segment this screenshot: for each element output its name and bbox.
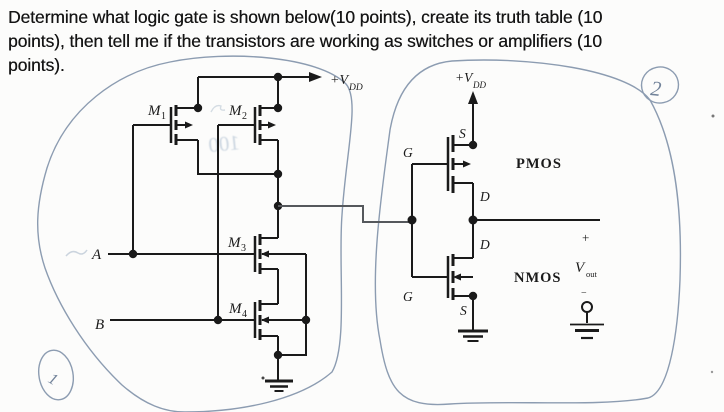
question-line-3: points). (8, 55, 65, 75)
hand-drawn-annotations: 2 1 (36, 55, 715, 412)
circled-number-left (38, 349, 74, 401)
ground-symbol-nmos (458, 329, 488, 342)
m3-subscript: 3 (241, 243, 246, 254)
output-link-wire (278, 205, 412, 223)
m4-label: M (228, 301, 243, 317)
circuit-labels: M 1 M 2 M 3 M 4 A B +V DD +V DD S G D D … (91, 70, 598, 333)
nmos-device-label: NMOS (514, 270, 562, 286)
vdd-arrow-right (468, 91, 478, 145)
pmos-device-label: PMOS (516, 156, 562, 172)
stray-speck-top-right (711, 114, 715, 118)
transistor-m3 (253, 234, 306, 274)
m1-drain-link (197, 140, 278, 175)
input-b-wire (110, 125, 255, 321)
m3-label: M (227, 235, 242, 251)
stray-speck-ground (261, 376, 265, 380)
vout-terminal (570, 301, 604, 340)
vdd-rail (197, 72, 322, 108)
nmos-source-label: S (460, 303, 467, 318)
vout-label: V (575, 260, 586, 276)
vout-subscript: out (586, 269, 598, 279)
transistor-m4 (253, 300, 306, 340)
question-text: Determine what logic gate is shown below… (8, 5, 722, 77)
pmos-device (412, 135, 473, 193)
junction-dots-right (407, 140, 478, 301)
vdd-label-left: +V (330, 73, 349, 88)
question-line-2: points), then tell me if the transistors… (8, 31, 602, 51)
vout-plus-sign: + (582, 230, 589, 245)
circled-number-right (640, 66, 680, 104)
vout-minus-sign: − (581, 288, 587, 299)
nmos-device (446, 254, 473, 300)
inverter-input-riser (411, 164, 448, 278)
m1-label: M (147, 103, 162, 119)
pmos-gate-label: G (403, 145, 413, 160)
problem-number-2: 2 (649, 76, 662, 101)
transistor-m2 (218, 105, 278, 145)
input-a-label: A (91, 247, 102, 263)
pmos-source-label: S (459, 126, 466, 141)
pencil-squiggle-near-m2 (210, 104, 226, 113)
pencil-squiggle-near-a (65, 249, 88, 257)
nand-gate-circuit (108, 72, 322, 392)
m2-label: M (228, 103, 243, 119)
nmos-drain-label: D (479, 237, 490, 252)
bulk-rail (278, 254, 307, 356)
transistor-m1 (133, 105, 198, 145)
question-line-1: Determine what logic gate is shown below… (8, 7, 603, 27)
vdd-right-subscript: DD (472, 80, 486, 90)
vdd-left-subscript: DD (348, 83, 363, 93)
cmos-inverter-circuit (407, 91, 604, 342)
left-pencil-loop (36, 55, 353, 412)
right-pencil-loop (374, 59, 682, 406)
nmos-gate-label: G (403, 289, 413, 304)
vdd-label-right: +V (455, 70, 474, 85)
m1-subscript: 1 (161, 111, 166, 122)
problem-number-1: 1 (45, 370, 60, 389)
stray-speck-right (710, 370, 714, 374)
ground-symbol-left (265, 379, 293, 392)
input-b-label: B (95, 317, 104, 333)
m2-subscript: 2 (242, 111, 247, 122)
pmos-drain-label: D (479, 189, 490, 204)
m4-subscript: 4 (242, 309, 247, 320)
